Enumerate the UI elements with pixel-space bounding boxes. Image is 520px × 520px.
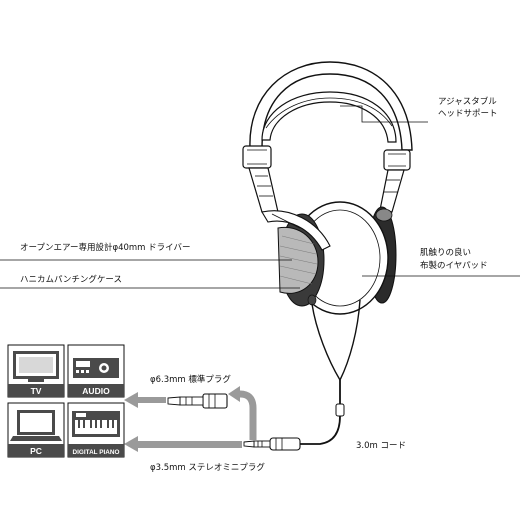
callout-driver: オープンエアー専用設計φ40mm ドライバー: [20, 242, 191, 253]
callout-plug-3-5: φ3.5mm ステレオミニプラグ: [150, 462, 265, 473]
device-label-tv: TV: [31, 386, 42, 396]
callout-adjustable-headband-line1: アジャスタブル: [438, 96, 497, 107]
device-label-audio: AUDIO: [82, 386, 110, 396]
device-label-digital-piano: DIGITAL PIANO: [73, 449, 120, 456]
headphones-illustration: [167, 61, 413, 451]
laptop-icon: [10, 410, 62, 441]
callout-earpads-line1: 肌触りの良い: [420, 247, 471, 258]
callout-lines: [0, 105, 520, 289]
adjustable-head-support: [261, 91, 397, 143]
callout-earpads-line2: 布製のイヤパッド: [420, 260, 488, 271]
right-slider: [379, 149, 411, 213]
audio-receiver-icon: [73, 358, 119, 378]
callout-plug-6-3: φ6.3mm 標準プラグ: [150, 374, 231, 385]
connection-arrows: [124, 386, 257, 452]
stereo-mini-plug: [243, 437, 301, 451]
device-label-pc: PC: [30, 446, 42, 456]
headband: [249, 61, 413, 151]
device-audio: AUDIO: [67, 344, 125, 398]
callout-cord: 3.0m コード: [356, 441, 406, 451]
device-tv: TV: [7, 344, 65, 398]
honeycomb-punching-case: [277, 226, 319, 294]
standard-plug-adapter: [167, 393, 228, 409]
tv-icon: [13, 351, 59, 382]
left-slider: [242, 145, 279, 213]
callout-adjustable-headband-line2: ヘッドサポート: [438, 109, 498, 119]
left-earcup: [261, 201, 389, 315]
device-pc: PC: [7, 402, 65, 458]
device-digital-piano: DIGITAL PIANO: [67, 402, 125, 458]
keyboard-icon: [72, 411, 120, 437]
callout-honeycomb-case: ハニカムパンチングケース: [20, 274, 122, 285]
headphone-cord: [300, 299, 361, 445]
